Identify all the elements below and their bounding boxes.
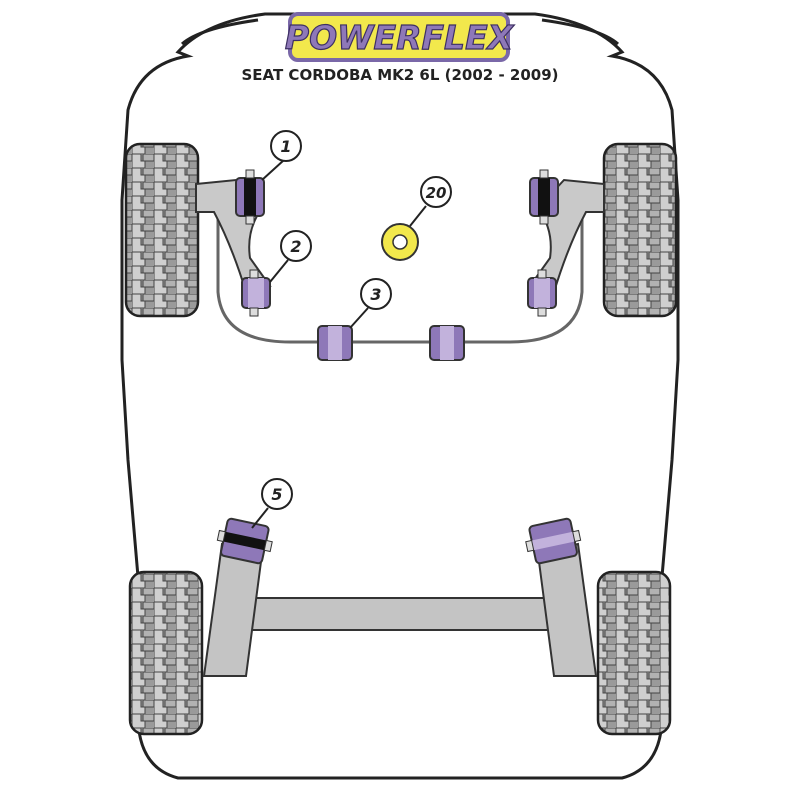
callout-3-label: 3 (370, 285, 381, 304)
bushing-front-wishbone-front-right (529, 169, 559, 225)
front-anti-roll-bar (216, 210, 584, 344)
bushing-anti-roll-bar-left (317, 325, 353, 361)
rear-left-tyre (128, 570, 204, 736)
bushing-front-wishbone-rear-right (527, 269, 557, 317)
callout-20: 20 (409, 176, 452, 227)
callout-20-label: 20 (426, 184, 447, 202)
bushing-front-wishbone-rear-left (241, 269, 271, 317)
bushing-rear-beam-right (525, 517, 582, 565)
rear-right-tyre (596, 570, 672, 736)
callout-2-label: 2 (290, 237, 301, 256)
callout-1-label: 1 (280, 137, 291, 156)
logo-text: POWERFLEX (285, 18, 515, 57)
bushing-engine-mount-insert (381, 223, 419, 261)
front-left-tyre (124, 142, 200, 318)
bushing-rear-beam-left (216, 517, 273, 565)
powerflex-logo: POWERFLEX (284, 12, 515, 62)
front-right-tyre (602, 142, 678, 318)
callout-2: 2 (269, 230, 312, 283)
callout-5: 5 (251, 478, 293, 529)
vehicle-title: SEAT CORDOBA MK2 6L (2002 - 2009) (241, 66, 558, 84)
bushing-anti-roll-bar-right (429, 325, 465, 361)
callout-1: 1 (261, 130, 302, 181)
callout-5-label: 5 (271, 485, 282, 504)
rear-axle-beam (233, 597, 567, 631)
bushing-front-wishbone-front-left (235, 169, 265, 225)
callout-3: 3 (349, 278, 392, 329)
